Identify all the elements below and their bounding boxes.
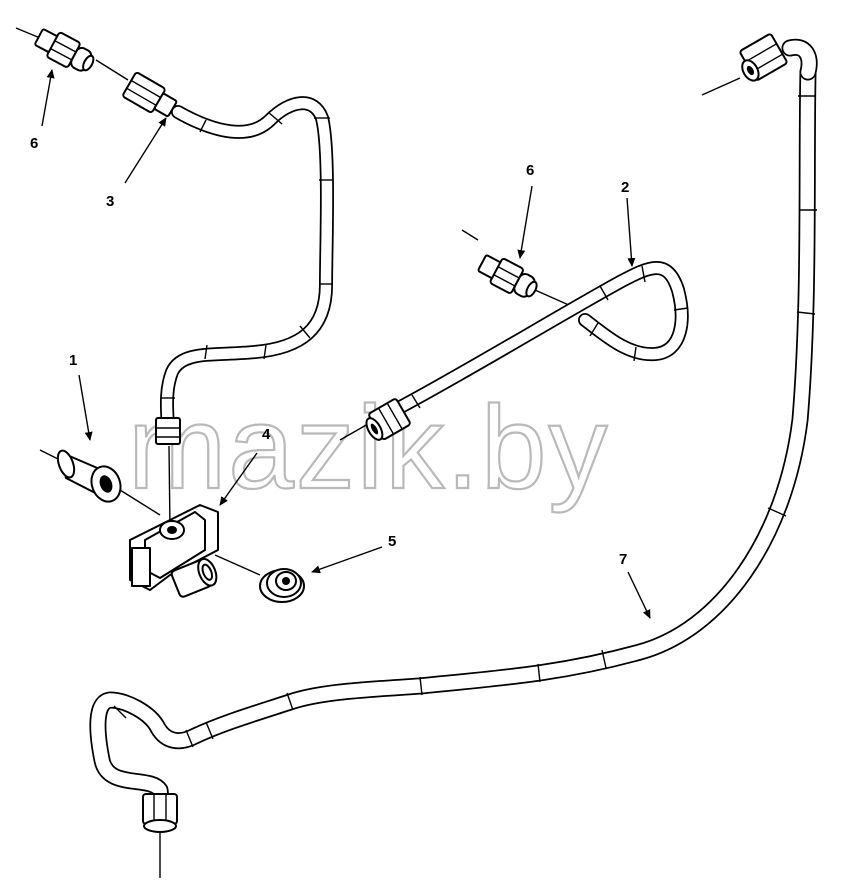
callout-labels: 1 2 3 4 5 6 6 7 xyxy=(30,135,629,568)
pipe-part-2 xyxy=(339,229,689,441)
callout-6-right: 6 xyxy=(526,162,534,179)
fitting-part-6-right xyxy=(477,254,538,298)
watermark: mazik.by xyxy=(128,382,610,514)
callout-6-left: 6 xyxy=(30,135,38,152)
callout-5: 5 xyxy=(388,533,396,550)
callout-leaders xyxy=(41,69,651,619)
flange-nut-part-5 xyxy=(259,568,305,603)
hose-part-7 xyxy=(89,33,818,878)
connector-block-part-4 xyxy=(129,504,261,598)
callout-7: 7 xyxy=(619,551,627,568)
sleeve-part-1 xyxy=(39,449,161,516)
callout-4: 4 xyxy=(262,426,271,443)
callout-2: 2 xyxy=(621,179,629,196)
pipe-part-3 xyxy=(95,59,334,531)
fitting-part-6-left xyxy=(15,27,95,72)
callout-1: 1 xyxy=(69,352,77,369)
callout-3: 3 xyxy=(106,193,114,210)
